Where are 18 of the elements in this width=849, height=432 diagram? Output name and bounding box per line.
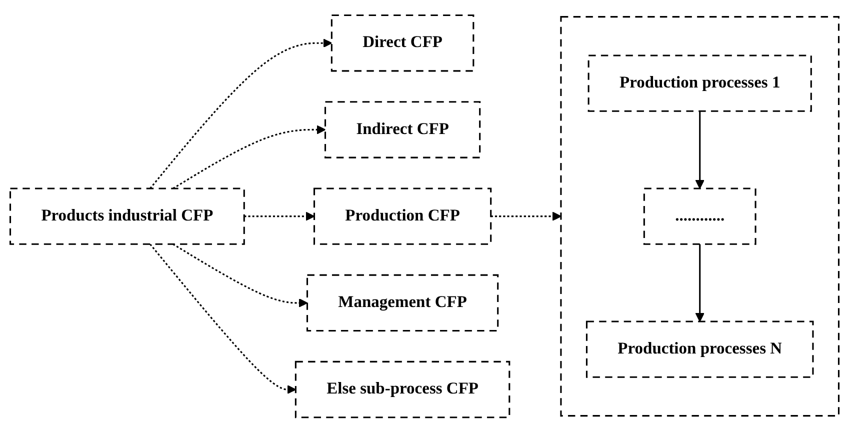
- node-box: Management CFP: [306, 274, 499, 332]
- node-box: Else sub-process CFP: [294, 360, 510, 418]
- node-box: ............: [643, 187, 756, 245]
- node-box: Products industrial CFP: [9, 187, 245, 245]
- cluster: [560, 16, 840, 416]
- node-box: Direct CFP: [330, 14, 474, 72]
- node-box: Production CFP: [313, 187, 492, 245]
- arrow: [172, 243, 308, 308]
- arrow: [490, 211, 562, 221]
- arrow: [150, 243, 296, 394]
- node-box: Production processes 1: [588, 54, 812, 112]
- arrow: [695, 110, 704, 189]
- arrow: [150, 38, 332, 189]
- arrow: [695, 244, 704, 322]
- arrow: [172, 124, 326, 189]
- node-box: Production processes N: [586, 320, 814, 378]
- arrow: [244, 211, 315, 221]
- node-box: Indirect CFP: [324, 100, 481, 158]
